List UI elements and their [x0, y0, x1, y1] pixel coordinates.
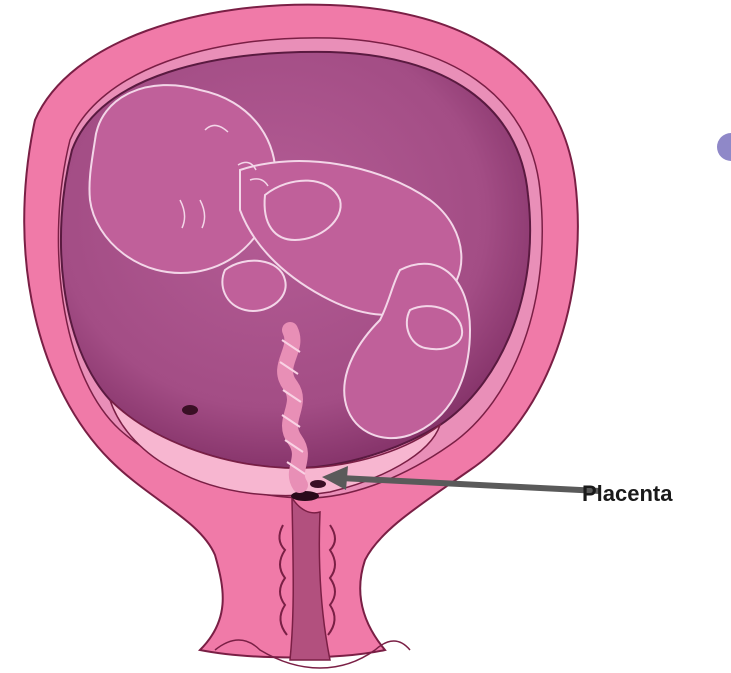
fetus-hand [222, 261, 285, 311]
bullet-dot [717, 133, 731, 161]
cervical-os [291, 491, 319, 501]
vessel-spot-left [182, 405, 198, 415]
placenta-label: Placenta [582, 483, 673, 505]
vessel-spot-center [310, 480, 326, 488]
